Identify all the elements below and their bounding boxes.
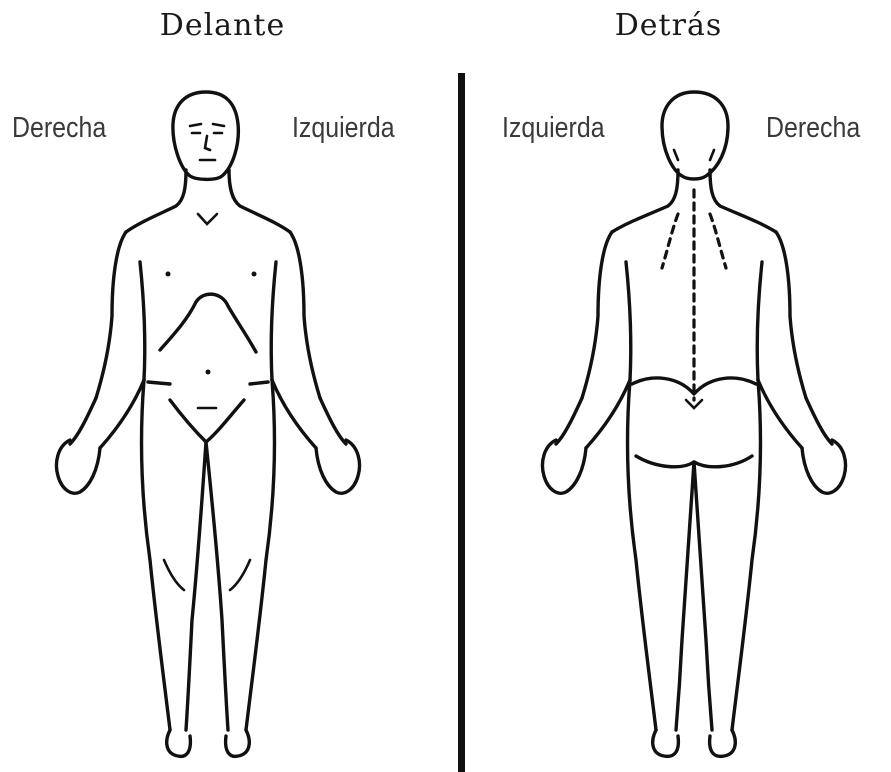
back-torso-left-side [582,232,612,398]
front-groin [170,400,244,442]
front-ribcage [160,294,256,352]
back-head [662,92,728,179]
back-right-leg-outer [732,380,760,730]
front-clavicle [198,214,217,224]
front-left-foot [226,730,250,756]
front-right-body-side [140,262,145,380]
front-torso-right-side [96,232,126,398]
front-right-arm-outer [70,398,96,444]
back-torso-right-side [776,232,806,398]
back-left-hand [543,440,587,493]
front-body-outline [0,0,445,772]
front-right-hand [57,440,101,493]
back-right-arm-inner [758,380,802,448]
front-right-nipple [166,272,171,277]
front-eyebrows [190,124,224,126]
back-left-neck [612,170,678,232]
front-inner-legs [186,442,228,730]
back-shoulder-blade-right [710,214,726,268]
front-left-neck [126,170,186,232]
front-right-knee [164,560,184,590]
front-waist [148,382,268,384]
back-left-arm-inner [586,380,630,448]
back-left-leg-outer [628,380,656,730]
front-nose [205,136,210,150]
back-right-body-side [757,262,762,380]
back-hair-line [674,150,714,160]
front-left-hand [316,440,360,493]
front-left-body-side [271,262,276,380]
front-panel: Delante Derecha Izquierda [0,0,445,772]
front-left-arm-outer [320,398,346,444]
front-left-nipple [252,272,257,277]
front-right-leg-outer [142,380,170,730]
front-torso-left-side [290,232,320,398]
back-panel: Detrás Izquierda Derecha [446,0,891,772]
back-left-foot [653,730,679,756]
front-head [173,92,238,179]
back-right-arm-outer [806,398,832,444]
back-left-body-side [626,262,631,380]
front-left-arm-inner [272,380,316,448]
back-body-outline [446,0,891,772]
front-left-knee [230,560,250,590]
back-shoulder-blade-left [662,214,678,268]
back-inner-legs [676,462,712,730]
front-right-arm-inner [100,380,144,448]
front-right-neck [229,170,290,232]
back-right-hand [802,440,846,493]
front-left-leg-outer [246,380,274,730]
back-left-arm-outer [556,398,582,444]
front-right-foot [167,730,191,756]
front-navel [206,370,211,375]
back-right-foot [710,730,736,756]
back-right-neck [710,170,776,232]
